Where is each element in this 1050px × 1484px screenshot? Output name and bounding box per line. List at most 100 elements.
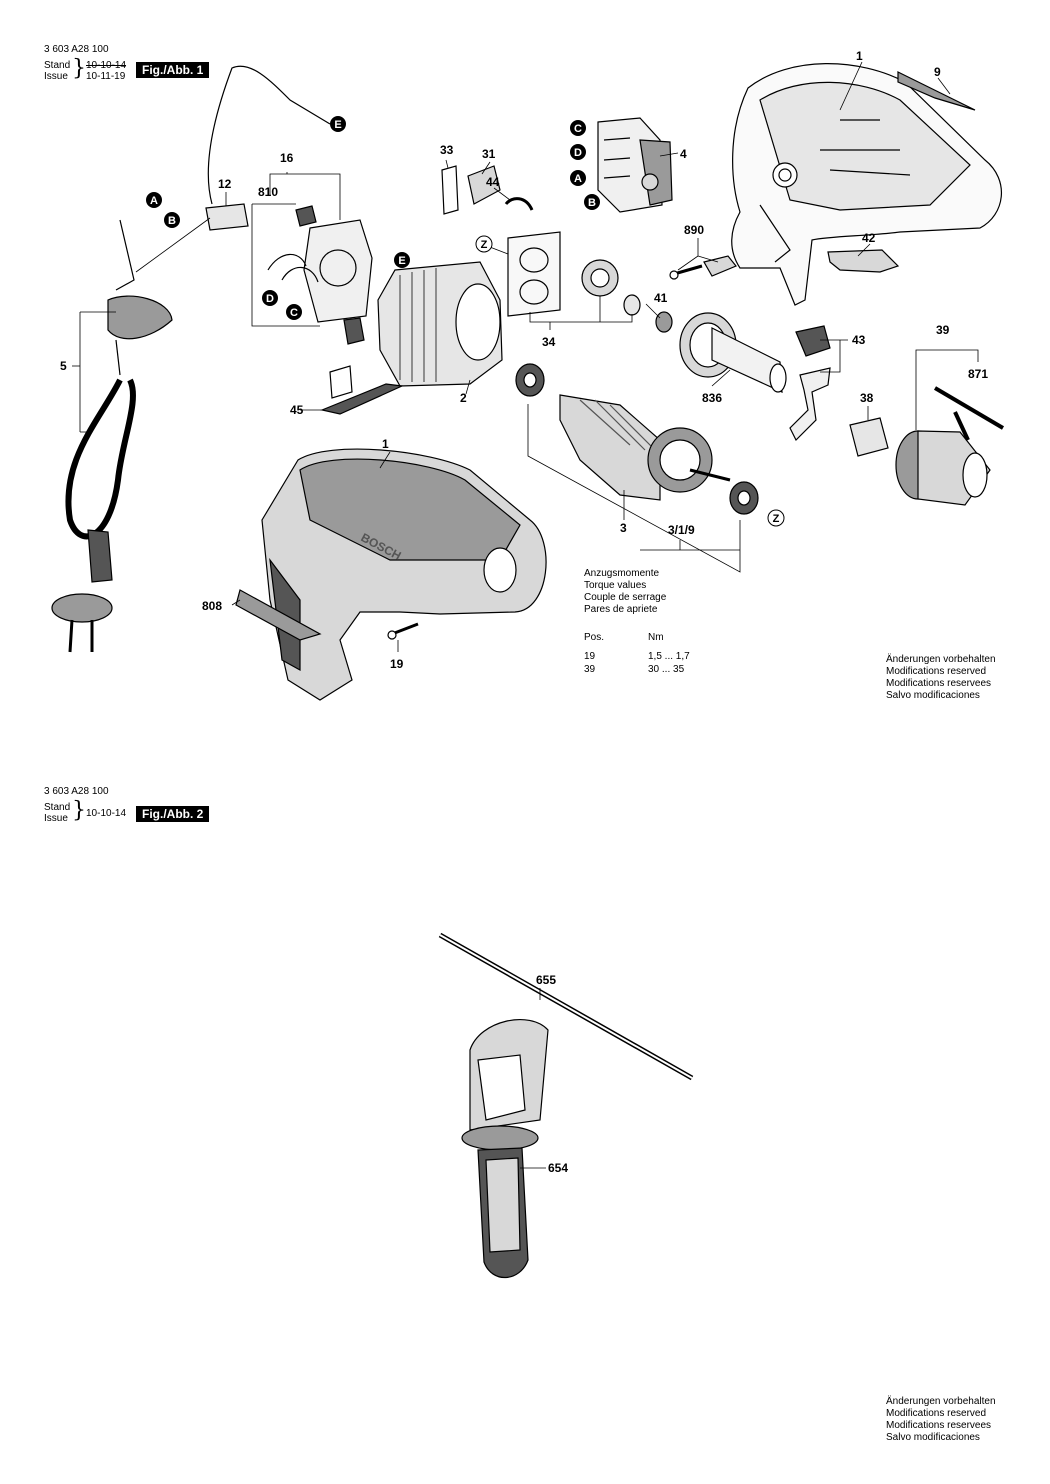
stand-date-old: 10-10-14 bbox=[86, 60, 127, 71]
part-label: 33 bbox=[440, 143, 454, 157]
svg-text:A: A bbox=[574, 173, 582, 185]
handle-insert-blade bbox=[897, 71, 976, 111]
switch-assembly bbox=[597, 117, 673, 213]
part-label: 42 bbox=[862, 231, 876, 245]
issue-label: Issue bbox=[44, 813, 68, 824]
issue-date-new: 10-11-19 bbox=[86, 71, 126, 82]
drill-housing-assembled bbox=[261, 448, 547, 701]
part-label: 1 bbox=[382, 437, 389, 451]
cable-clamp bbox=[205, 203, 249, 231]
stand-label: Stand bbox=[44, 60, 71, 71]
part-label: 45 bbox=[290, 403, 304, 417]
issue-label: Issue bbox=[44, 71, 68, 82]
part-label: 41 bbox=[654, 291, 668, 305]
clip-spring bbox=[504, 197, 534, 211]
part-label: 5 bbox=[60, 359, 67, 373]
stator bbox=[377, 261, 503, 387]
armature bbox=[515, 363, 759, 515]
part-labels: 1 9 4 42 890 43 39 871 38 836 41 34 33 3… bbox=[60, 49, 988, 1175]
torque-col-pos: Pos. bbox=[584, 632, 605, 643]
part-label: 19 bbox=[390, 657, 404, 671]
connector-e: E bbox=[394, 252, 410, 268]
housing-half bbox=[731, 63, 1002, 306]
svg-text:E: E bbox=[398, 255, 405, 267]
torque-row-nm: 1,5 ... 1,7 bbox=[648, 651, 690, 662]
figure-tag: Fig./Abb. 2 bbox=[136, 806, 210, 822]
connector-c: C bbox=[286, 304, 302, 320]
small-plate bbox=[441, 165, 459, 215]
part-label: 1 bbox=[856, 49, 863, 63]
part-label: 44 bbox=[486, 175, 500, 189]
issue-date: 10-10-14 bbox=[86, 808, 127, 819]
connector-b: B bbox=[584, 194, 600, 210]
part-label: 810 bbox=[258, 185, 278, 199]
svg-text:D: D bbox=[266, 293, 274, 305]
connector-b: B bbox=[164, 212, 180, 228]
svg-text:Z: Z bbox=[773, 513, 780, 525]
torque-col-nm: Nm bbox=[648, 632, 664, 643]
part-label: 38 bbox=[860, 391, 874, 405]
power-wire bbox=[207, 65, 331, 205]
svg-text:C: C bbox=[574, 123, 582, 135]
torque-row-pos: 19 bbox=[584, 651, 596, 662]
torque-row-nm: 30 ... 35 bbox=[648, 664, 685, 675]
part-label: 871 bbox=[968, 367, 988, 381]
part-label: 16 bbox=[280, 151, 294, 165]
clip-part bbox=[827, 249, 900, 273]
part-label: 12 bbox=[218, 177, 232, 191]
connector-z: Z bbox=[475, 235, 493, 253]
screw bbox=[673, 264, 703, 276]
chuck-key bbox=[933, 386, 1005, 430]
part-label: 836 bbox=[702, 391, 722, 405]
screw bbox=[391, 622, 419, 636]
part-label: 2 bbox=[460, 391, 467, 405]
svg-text:E: E bbox=[334, 119, 341, 131]
selector-knob bbox=[795, 325, 831, 357]
svg-text:A: A bbox=[150, 195, 158, 207]
svg-text:B: B bbox=[168, 215, 176, 227]
part-label: 39 bbox=[936, 323, 950, 337]
part-label: 34 bbox=[542, 335, 556, 349]
part-label: 655 bbox=[536, 973, 556, 987]
torque-row-pos: 39 bbox=[584, 664, 596, 675]
connector-markers: E C D A B A B E D C Z Z bbox=[146, 116, 785, 527]
connector-a: A bbox=[146, 192, 162, 208]
leader-lines bbox=[72, 61, 979, 1169]
drill-chuck bbox=[895, 430, 991, 506]
part-label: 4 bbox=[680, 147, 687, 161]
torque-heading: Anzugsmomente Torque values Couple de se… bbox=[584, 568, 667, 615]
svg-text:C: C bbox=[290, 307, 298, 319]
part-label: 3/1/9 bbox=[668, 523, 695, 537]
brace: } bbox=[72, 56, 86, 81]
connector-d: D bbox=[262, 290, 278, 306]
part-label: 31 bbox=[482, 147, 496, 161]
selector-plate bbox=[789, 367, 831, 442]
rubber-strip bbox=[319, 383, 405, 415]
part-label: 890 bbox=[684, 223, 704, 237]
part-label: 9 bbox=[934, 65, 941, 79]
part-label: 808 bbox=[202, 599, 222, 613]
connector-c: C bbox=[570, 120, 586, 136]
part-label: 654 bbox=[548, 1161, 568, 1175]
power-cord bbox=[51, 219, 173, 653]
part-label: 43 bbox=[852, 333, 866, 347]
bearing-sleeve bbox=[623, 294, 641, 316]
spindle-gear bbox=[679, 312, 787, 393]
stand-label: Stand bbox=[44, 802, 71, 813]
connector-z: Z bbox=[767, 509, 785, 527]
doc-number: 3 603 A28 100 bbox=[44, 44, 109, 55]
handle-insert-blade bbox=[235, 589, 322, 641]
brace: } bbox=[72, 798, 86, 823]
connector-d: D bbox=[570, 144, 586, 160]
auxiliary-handle bbox=[461, 1019, 549, 1279]
bushing bbox=[849, 417, 889, 457]
spring bbox=[655, 311, 673, 333]
connector-e: E bbox=[330, 116, 346, 132]
part-label: 3 bbox=[620, 521, 627, 535]
figure-tag: Fig./Abb. 1 bbox=[136, 62, 210, 78]
svg-text:B: B bbox=[588, 197, 596, 209]
brush-holder bbox=[303, 219, 373, 323]
